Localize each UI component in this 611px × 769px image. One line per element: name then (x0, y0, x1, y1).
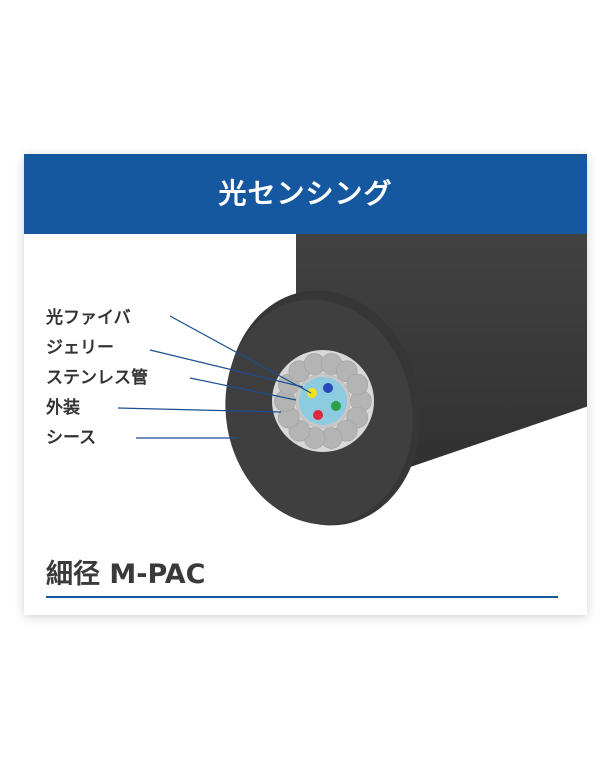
label-sheath: シース (46, 428, 97, 448)
armor-wires (274, 353, 372, 449)
fiber-red (313, 410, 323, 420)
armor-wire (346, 373, 369, 396)
product-card: 光センシング (24, 154, 587, 615)
title-banner: 光センシング (24, 154, 587, 234)
fiber-green (331, 401, 341, 411)
leader-line-jelly (149, 349, 304, 388)
label-jelly: ジェリー (46, 338, 114, 358)
jelly-fill (299, 377, 347, 425)
model-underline (46, 596, 558, 598)
leader-line-tube (189, 377, 297, 401)
fiber-yellow (307, 388, 317, 398)
label-stainless-tube: ステンレス管 (46, 368, 148, 388)
model-name: 細径 M-PAC (46, 559, 206, 590)
fiber-blue (323, 383, 333, 393)
banner-title: 光センシング (218, 177, 393, 210)
label-armor: 外装 (46, 398, 80, 418)
armor-core (272, 350, 374, 452)
leader-line-fiber (169, 315, 312, 394)
label-optical-fiber: 光ファイバ (46, 308, 131, 328)
cable-illustration (117, 234, 587, 526)
leader-line-armor (117, 407, 282, 413)
